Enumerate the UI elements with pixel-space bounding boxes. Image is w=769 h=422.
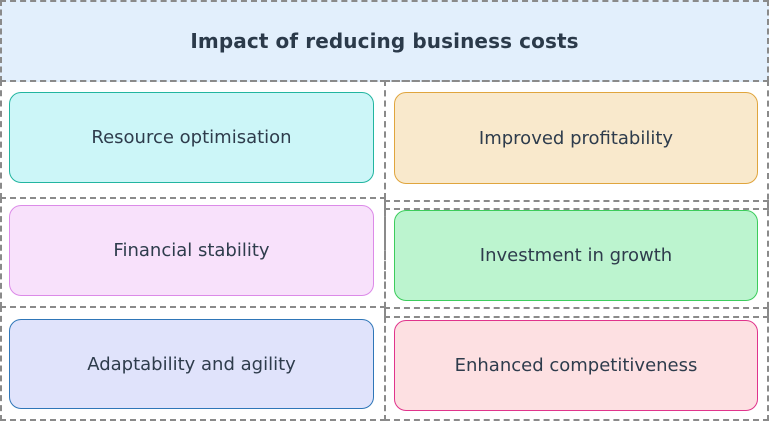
impact-box-enhanced-competitiveness: Enhanced competitiveness bbox=[394, 320, 758, 411]
impact-box-financial-stability: Financial stability bbox=[9, 205, 374, 296]
cell-right-3 bbox=[384, 307, 769, 421]
cell-right-2 bbox=[384, 200, 769, 318]
diagram-header: Impact of reducing business costs bbox=[0, 0, 769, 82]
impact-box-resource-optimisation: Resource optimisation bbox=[9, 92, 374, 183]
box-label: Adaptability and agility bbox=[87, 353, 296, 375]
box-label: Improved profitability bbox=[478, 127, 674, 149]
impact-box-investment-in-growth: Investment in growth bbox=[394, 210, 758, 301]
box-label: Financial stability bbox=[113, 240, 270, 261]
impact-box-improved-profitability: Improved profitability bbox=[394, 92, 758, 184]
diagram-title: Impact of reducing business costs bbox=[190, 29, 579, 53]
box-label: Investment in growth bbox=[479, 245, 673, 266]
impact-box-adaptability-and-agility: Adaptability and agility bbox=[9, 319, 374, 409]
cell-right-1 bbox=[384, 80, 769, 210]
box-label: Enhanced competitiveness bbox=[454, 355, 698, 376]
box-label: Resource optimisation bbox=[91, 127, 292, 148]
